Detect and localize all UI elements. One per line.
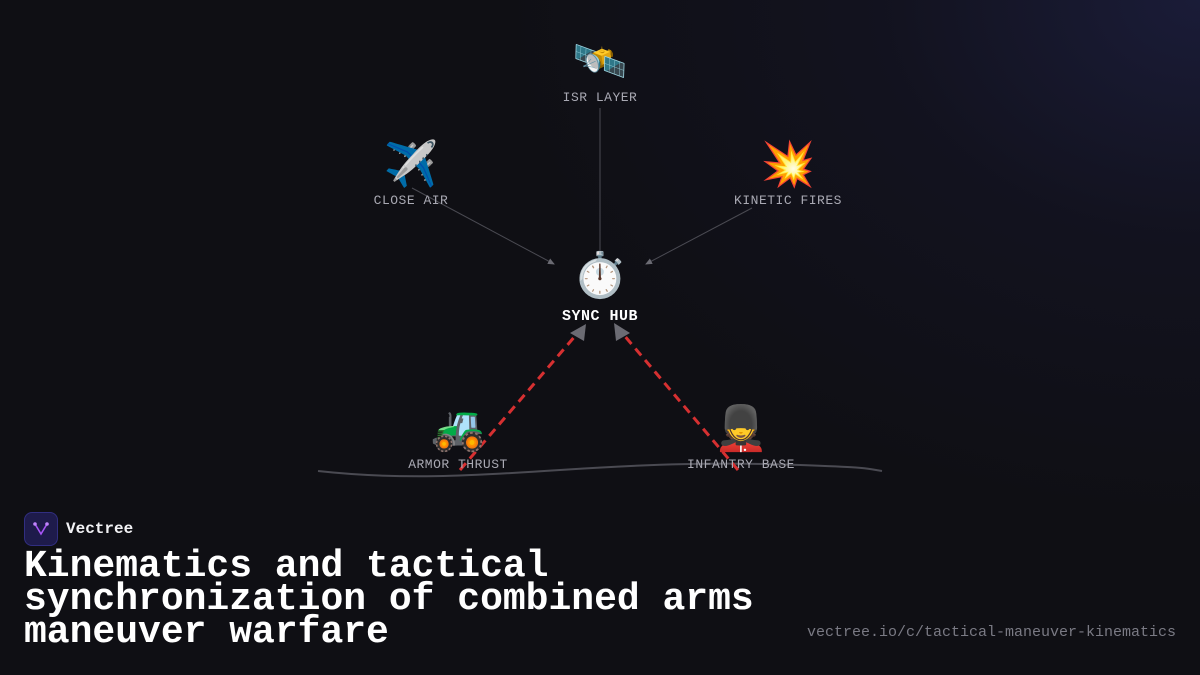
stopwatch-icon: ⏱️: [572, 250, 628, 301]
brand: Vectree: [24, 512, 133, 546]
terrain-line: [317, 462, 883, 478]
vectree-logo-icon: [24, 512, 58, 546]
edge-armor-hub: [458, 327, 584, 471]
node-infantry-base[interactable]: 💂 INFANTRY BASE: [687, 403, 795, 472]
explosion-icon: 💥: [760, 139, 816, 190]
satellite-icon: 🛰️: [572, 36, 628, 87]
node-armor-thrust[interactable]: 🚜 ARMOR THRUST: [408, 403, 508, 472]
hub-label: SYNC HUB: [561, 308, 639, 325]
page-title: Kinematics and tactical synchronization …: [24, 545, 754, 654]
guard-icon: 💂: [713, 403, 769, 454]
airplane-icon: ✈️: [383, 139, 439, 190]
node-label: KINETIC FIRES: [734, 193, 842, 208]
node-isr-layer[interactable]: 🛰️ ISR LAYER: [563, 36, 638, 105]
edge-kinetic-hub: [645, 207, 753, 265]
brand-name: Vectree: [66, 520, 134, 538]
node-label: INFANTRY BASE: [687, 457, 795, 472]
node-label: ARMOR THRUST: [408, 457, 508, 472]
node-close-air[interactable]: ✈️ CLOSE AIR: [374, 139, 449, 208]
tractor-icon: 🚜: [430, 403, 486, 454]
node-label: ISR LAYER: [562, 90, 638, 105]
edge-infantry-hub: [616, 327, 740, 471]
node-sync-hub[interactable]: ⏱️ SYNC HUB: [562, 250, 638, 325]
node-label: CLOSE AIR: [373, 193, 449, 208]
edge-closeair-hub: [411, 187, 555, 265]
source-url[interactable]: vectree.io/c/tactical-maneuver-kinematic…: [806, 624, 1176, 641]
node-kinetic-fires[interactable]: 💥 KINETIC FIRES: [734, 139, 842, 208]
